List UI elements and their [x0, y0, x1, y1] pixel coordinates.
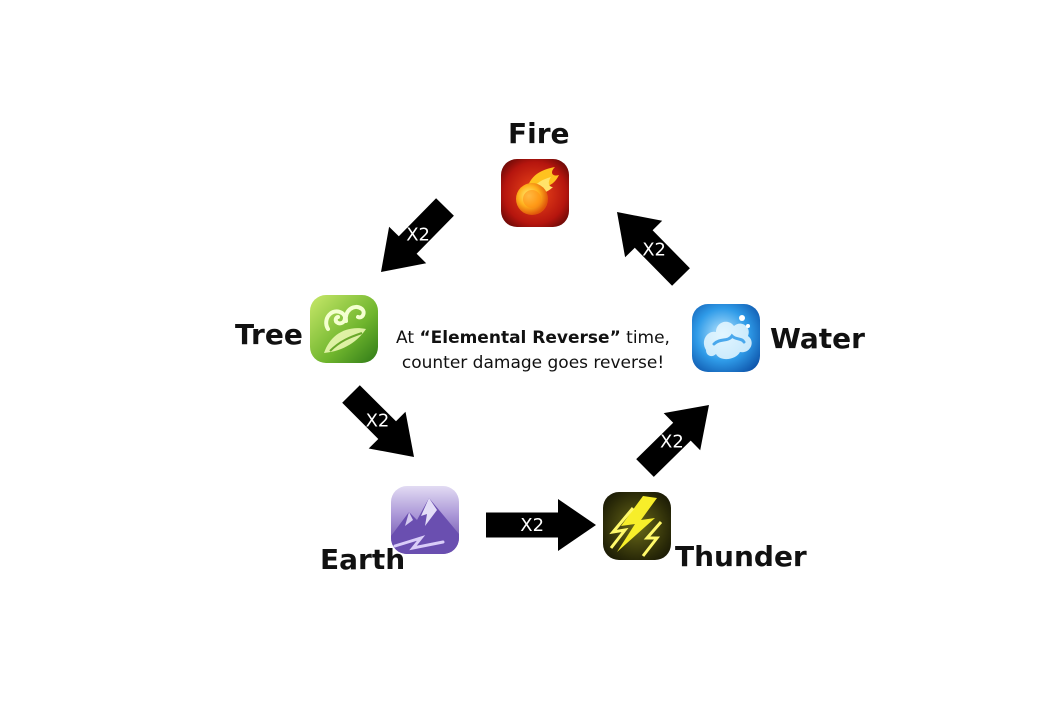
earth-label: Earth: [320, 543, 406, 576]
water-label: Water: [770, 322, 865, 355]
leaf-icon: [310, 295, 378, 363]
water-icon: [692, 304, 760, 372]
note-line-1: At “Elemental Reverse” time,: [380, 326, 686, 351]
note-prefix: At: [396, 328, 420, 348]
arrow-tree-to-earth: [342, 385, 414, 457]
arrow-fire-to-tree: [381, 198, 454, 272]
thunder-label: Thunder: [675, 540, 807, 573]
note-line-2: counter damage goes reverse!: [401, 353, 665, 373]
note-open-quote: “: [419, 328, 431, 348]
arrow-earth-to-thunder: [486, 499, 596, 551]
multiplier-label-fire-to-tree: X2: [406, 224, 430, 245]
fire-label: Fire: [508, 117, 570, 150]
mountain-icon: [391, 486, 459, 554]
arrow-water-to-fire: [617, 212, 690, 286]
elemental-reverse-note: At “Elemental Reverse” time, counter dam…: [380, 326, 686, 376]
note-close-quote: ”: [609, 328, 621, 348]
arrow-thunder-to-water: [636, 405, 709, 477]
multiplier-label-tree-to-earth: X2: [366, 411, 390, 432]
lightning-icon: [603, 492, 671, 560]
multiplier-label-thunder-to-water: X2: [660, 432, 684, 453]
note-highlight: Elemental Reverse: [430, 328, 610, 348]
multiplier-label-earth-to-thunder: X2: [520, 515, 544, 536]
note-suffix: time,: [620, 328, 670, 348]
multiplier-label-water-to-fire: X2: [642, 240, 666, 261]
fire-icon: [501, 159, 569, 227]
tree-label: Tree: [235, 318, 303, 351]
